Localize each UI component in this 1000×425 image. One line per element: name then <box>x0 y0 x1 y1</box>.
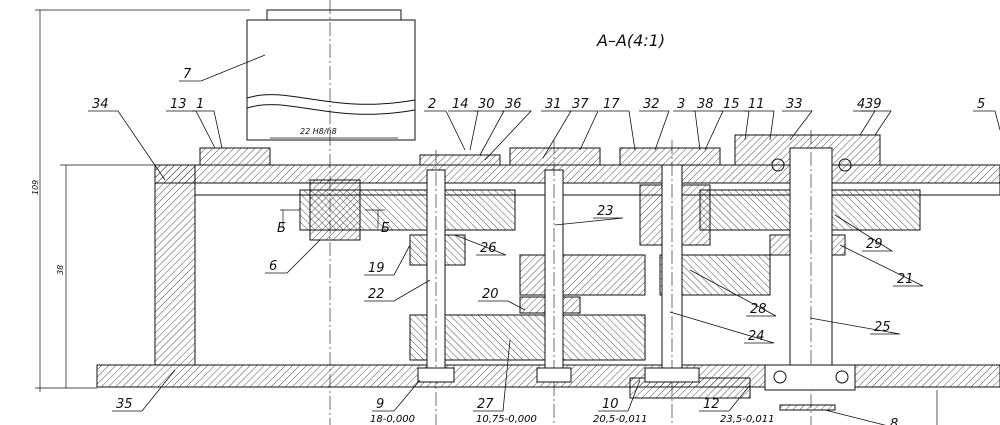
motor <box>246 9 416 141</box>
callout-15: 15 <box>723 97 740 112</box>
leader-line <box>448 110 479 151</box>
leader-line <box>166 110 216 149</box>
bottom-dim-4: 23,5-0,011 <box>720 414 775 425</box>
section-mark-left: Б <box>277 221 286 236</box>
callout-29: 29 <box>866 237 883 252</box>
leader-line <box>364 279 431 302</box>
leader-line <box>372 379 421 412</box>
bearings <box>417 158 856 411</box>
callout-37: 37 <box>572 97 589 112</box>
callout-35: 35 <box>116 397 133 412</box>
callout-27: 27 <box>477 397 494 412</box>
callout-14: 14 <box>452 97 469 112</box>
leader-line <box>88 110 166 181</box>
callout-30: 30 <box>478 97 495 112</box>
leader-line <box>179 54 266 82</box>
callout-17: 17 <box>603 97 620 112</box>
callout-39: 39 <box>865 97 882 112</box>
leader-line <box>673 110 701 151</box>
leader-line <box>473 339 511 412</box>
leader-line <box>809 317 901 335</box>
leader-line <box>669 311 775 344</box>
callout-3: 3 <box>677 97 685 112</box>
callout-1: 1 <box>196 97 204 112</box>
dimension-lines <box>35 9 938 425</box>
callout-28: 28 <box>750 302 767 317</box>
leader-line <box>364 244 411 276</box>
leader-line <box>639 110 670 151</box>
leader-line <box>782 110 813 141</box>
leader-line <box>568 110 599 151</box>
callout-22: 22 <box>368 287 385 302</box>
bottom-dim-2: 10,75-0,000 <box>476 414 537 425</box>
leader-line <box>474 110 505 156</box>
callout-23: 23 <box>597 204 614 219</box>
callout-24: 24 <box>748 329 765 344</box>
callout-2: 2 <box>428 97 436 112</box>
leader-line <box>689 269 777 317</box>
leader-line <box>861 110 892 136</box>
callout-4: 4 <box>857 97 865 112</box>
callout-10: 10 <box>602 397 619 412</box>
leader-line <box>839 244 924 287</box>
callout-31: 31 <box>545 97 562 112</box>
leader-line <box>424 110 466 151</box>
callout-26: 26 <box>480 241 497 256</box>
fit-dimension: 22 H8/h8 <box>300 127 337 136</box>
leader-line <box>598 379 641 412</box>
leader-line <box>454 234 507 256</box>
callout-12: 12 <box>703 397 720 412</box>
leader-line <box>554 217 624 226</box>
height-dimension: 109 <box>31 180 40 195</box>
leader-line <box>192 110 223 149</box>
callout-38: 38 <box>697 97 714 112</box>
leader-line <box>599 110 636 151</box>
bottom-dimensions: 18-0,000 10,75-0,000 20,5-0,011 23,5-0,0… <box>368 412 784 425</box>
bottom-dim-3: 20,5-0,011 <box>593 414 648 425</box>
leader-line <box>699 384 751 412</box>
callout-5: 5 <box>977 97 985 112</box>
leader-line <box>824 409 886 425</box>
callout-7: 7 <box>183 67 192 82</box>
section-mark-right: Б <box>381 221 390 236</box>
callout-8: 8 <box>890 417 898 425</box>
callout-21: 21 <box>897 272 914 287</box>
callout-34: 34 <box>92 97 109 112</box>
shafts <box>329 0 833 425</box>
callout-9: 9 <box>376 397 384 412</box>
callout-32: 32 <box>643 97 660 112</box>
leader-line <box>834 214 894 252</box>
callout-33: 33 <box>786 97 803 112</box>
leader-line <box>265 239 321 274</box>
section-title: А–А(4:1) <box>596 31 665 50</box>
leader-line <box>973 110 1000 131</box>
inner-height-dimension: 38 <box>56 265 65 275</box>
leader-line <box>112 369 176 412</box>
leader-line <box>478 300 526 311</box>
leader-line <box>853 110 876 136</box>
leader-line <box>744 110 775 141</box>
callout-19: 19 <box>368 261 385 276</box>
callout-13: 13 <box>170 97 187 112</box>
callout-20: 20 <box>482 287 499 302</box>
callout-25: 25 <box>874 320 891 335</box>
callout-11: 11 <box>748 97 765 112</box>
leader-line <box>484 110 532 161</box>
callout-36: 36 <box>505 97 522 112</box>
bottom-dim-1: 18-0,000 <box>370 414 415 425</box>
callout-6: 6 <box>269 259 277 274</box>
